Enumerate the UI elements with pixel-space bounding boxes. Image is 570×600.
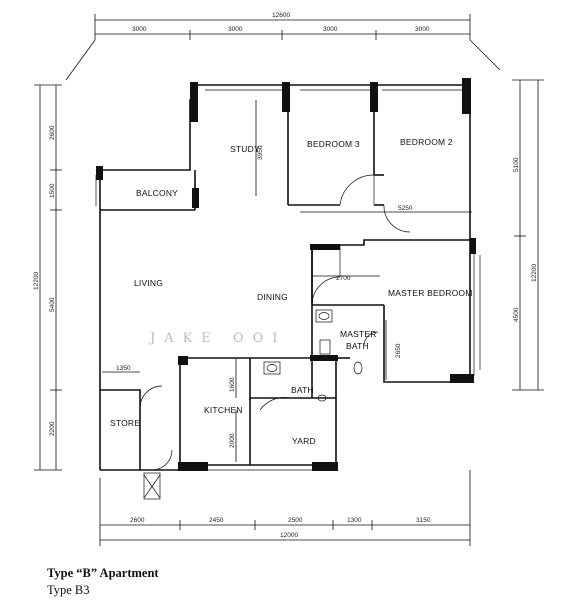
room-label-master-bath-line1: MASTER — [340, 329, 377, 339]
room-label-kitchen: KITCHEN — [204, 405, 243, 415]
room-label-bedroom-3: BEDROOM 3 — [307, 139, 360, 149]
dim-int-1600: 1600 — [229, 377, 236, 392]
dim-int-1350: 1350 — [116, 365, 131, 372]
dim-bottom-1: 2600 — [130, 517, 145, 524]
room-label-bedroom-2: BEDROOM 2 — [400, 137, 453, 147]
plan-title: Type “B” Apartment — [47, 566, 159, 580]
dim-bottom-4: 1300 — [347, 517, 362, 524]
dim-left-2: 1500 — [49, 183, 56, 198]
room-label-store: STORE — [110, 418, 140, 428]
dim-top-3: 3000 — [323, 26, 338, 33]
room-label-bath: BATH — [291, 385, 314, 395]
dim-bottom-2: 2450 — [209, 517, 224, 524]
room-label-study: STUDY — [230, 144, 260, 154]
dim-right-total: 12200 — [531, 264, 538, 282]
dimension-lines — [34, 14, 544, 546]
columns — [96, 78, 476, 471]
dim-top-1: 3000 — [132, 26, 147, 33]
room-label-master-bedroom: MASTER BEDROOM — [388, 288, 473, 298]
dim-int-2700: 2700 — [336, 275, 351, 282]
dim-left-1: 2600 — [49, 125, 56, 140]
room-label-dining: DINING — [257, 292, 288, 302]
floor-plan: STUDY BEDROOM 3 BEDROOM 2 BALCONY LIVING… — [33, 12, 544, 546]
dim-top-total: 12600 — [272, 12, 290, 19]
dim-top-2: 3000 — [228, 26, 243, 33]
dim-int-2650: 2650 — [395, 343, 402, 358]
dim-int-study: 3950 — [257, 145, 264, 160]
dim-bottom-3: 2500 — [288, 517, 303, 524]
room-label-master-bath-line2: BATH — [346, 341, 369, 351]
dim-left-3: 5400 — [49, 297, 56, 312]
fixtures — [143, 309, 363, 500]
dim-right-2: 4500 — [513, 307, 520, 322]
dim-int-2000: 2000 — [229, 433, 236, 448]
dim-right-1: 5100 — [513, 157, 520, 172]
dim-left-4: 2200 — [49, 421, 56, 436]
dim-top-4: 3000 — [415, 26, 430, 33]
dim-bottom-5: 3150 — [416, 517, 431, 524]
room-label-balcony: BALCONY — [136, 188, 178, 198]
windows — [95, 89, 481, 471]
plan-subtitle: Type B3 — [47, 583, 90, 597]
dim-int-corridor: 5250 — [398, 205, 413, 212]
watermark: JAKE OOI — [148, 331, 286, 346]
room-label-yard: YARD — [292, 436, 316, 446]
dim-left-total: 12200 — [33, 272, 40, 290]
doors — [139, 174, 411, 471]
room-label-living: LIVING — [134, 278, 163, 288]
dim-bottom-total: 12000 — [280, 532, 298, 539]
